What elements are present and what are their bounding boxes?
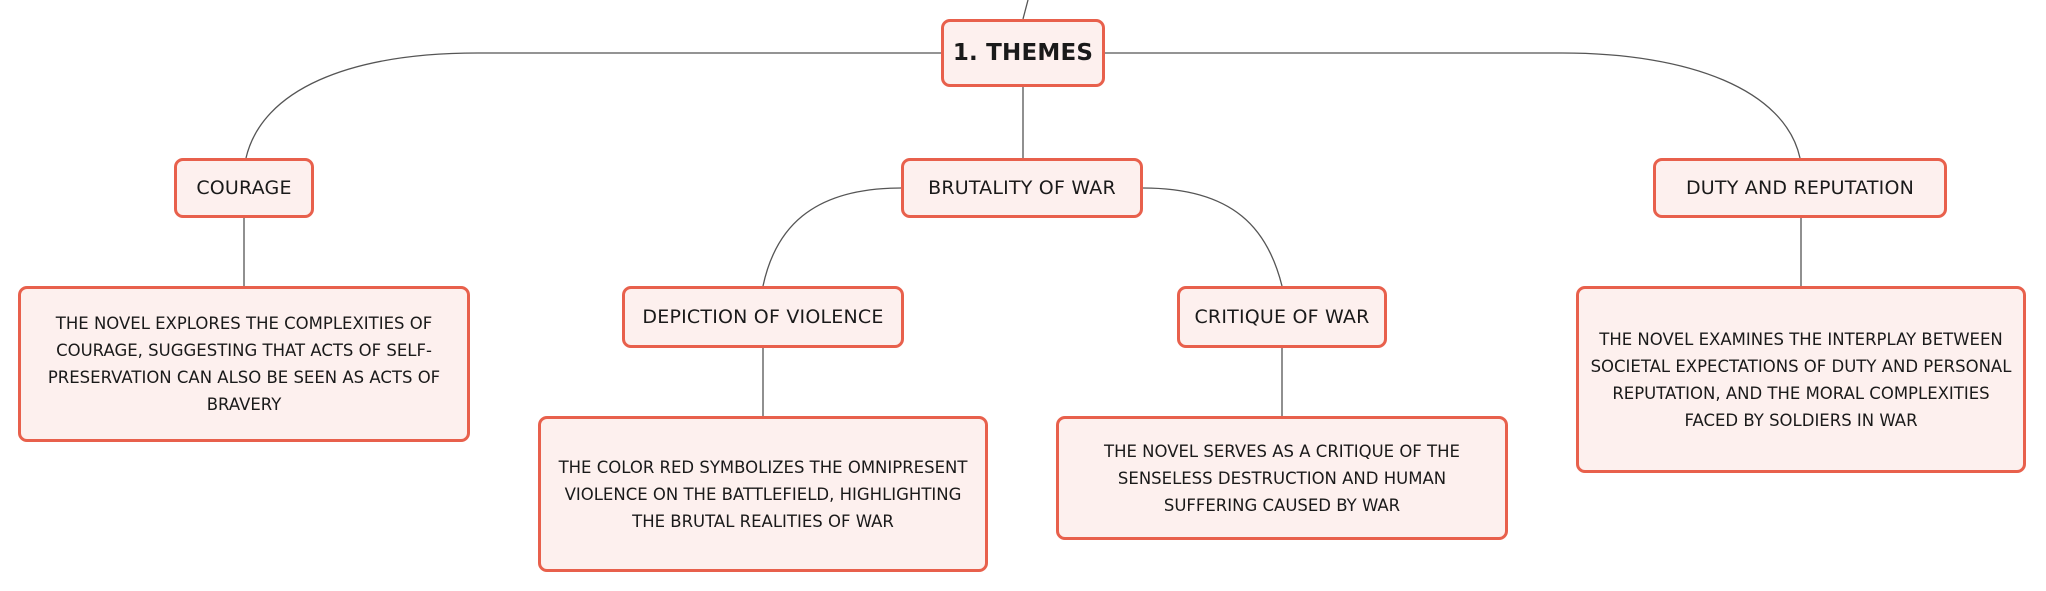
description-node-depiction-of-violence[interactable]: THE COLOR RED SYMBOLIZES THE OMNIPRESENT…: [538, 416, 988, 572]
description-node-duty-and-reputation[interactable]: THE NOVEL EXAMINES THE INTERPLAY BETWEEN…: [1576, 286, 2026, 473]
description-text: THE NOVEL EXPLORES THE COMPLEXITIES OF C…: [47, 314, 441, 414]
subtopic-node-depiction-of-violence[interactable]: DEPICTION OF VIOLENCE: [622, 286, 904, 348]
subtopic-node-label: CRITIQUE OF WAR: [1194, 306, 1370, 328]
topic-node-label: COURAGE: [196, 177, 292, 199]
description-text: THE NOVEL SERVES AS A CRITIQUE OF THE SE…: [1104, 441, 1460, 515]
root-node-themes[interactable]: 1. THEMES: [941, 19, 1105, 87]
root-node-label: 1. THEMES: [952, 40, 1094, 66]
connector-root-to-courage: [245, 52, 941, 159]
connector-parent-to-root: [1022, 0, 1029, 20]
connector-root-to-duty: [1105, 52, 1801, 159]
subtopic-node-critique-of-war[interactable]: CRITIQUE OF WAR: [1177, 286, 1387, 348]
description-text: THE COLOR RED SYMBOLIZES THE OMNIPRESENT…: [558, 457, 968, 531]
description-node-critique-of-war[interactable]: THE NOVEL SERVES AS A CRITIQUE OF THE SE…: [1056, 416, 1508, 540]
topic-node-brutality-of-war[interactable]: BRUTALITY OF WAR: [901, 158, 1143, 218]
topic-node-label: BRUTALITY OF WAR: [928, 177, 1116, 199]
subtopic-node-label: DEPICTION OF VIOLENCE: [642, 306, 884, 328]
connector-brutality-to-critique: [1142, 187, 1283, 287]
topic-node-duty-and-reputation[interactable]: DUTY AND REPUTATION: [1653, 158, 1947, 218]
topic-node-label: DUTY AND REPUTATION: [1685, 177, 1915, 199]
description-node-courage[interactable]: THE NOVEL EXPLORES THE COMPLEXITIES OF C…: [18, 286, 470, 442]
connector-brutality-to-depiction: [762, 187, 902, 287]
topic-node-courage[interactable]: COURAGE: [174, 158, 314, 218]
description-text: THE NOVEL EXAMINES THE INTERPLAY BETWEEN…: [1590, 329, 2012, 430]
